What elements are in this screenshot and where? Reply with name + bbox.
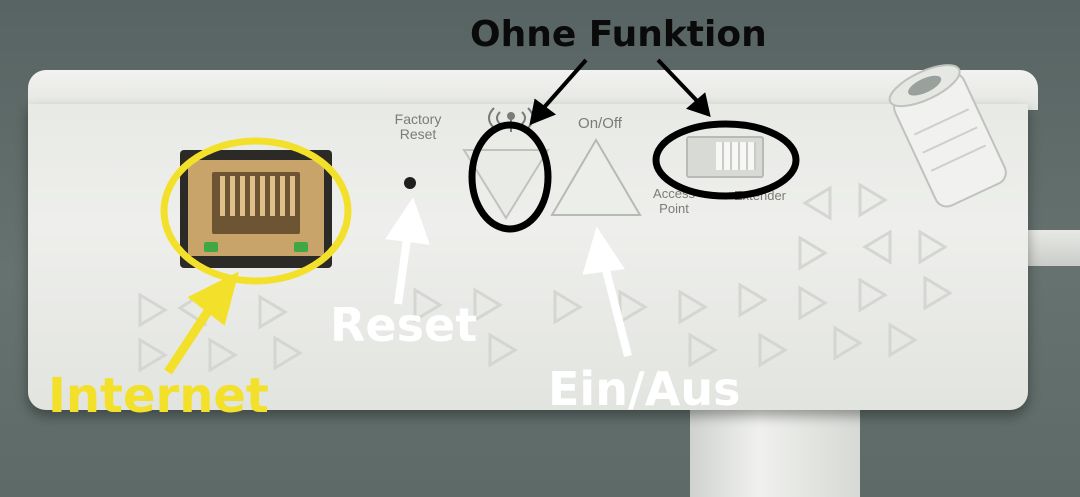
switch-highlight-circle bbox=[652, 120, 800, 200]
port-pin bbox=[290, 176, 295, 216]
vent-triangle bbox=[858, 277, 888, 313]
vent-triangle bbox=[273, 335, 303, 371]
factory-reset-printed-label: Factory Reset bbox=[394, 111, 442, 142]
port-led-left bbox=[204, 242, 218, 252]
port-led-right bbox=[294, 242, 308, 252]
internet-label: Internet bbox=[48, 368, 269, 424]
vent-triangle bbox=[802, 185, 832, 221]
vent-triangle bbox=[923, 275, 953, 311]
vent-triangle bbox=[678, 289, 708, 325]
wps-highlight-circle bbox=[468, 121, 552, 233]
vent-triangle bbox=[413, 287, 443, 323]
vent-triangle bbox=[618, 289, 648, 325]
ohne-funktion-label: Ohne Funktion bbox=[470, 14, 767, 55]
vent-triangle bbox=[918, 229, 948, 265]
vent-triangle bbox=[858, 182, 888, 218]
vent-triangle bbox=[738, 282, 768, 318]
vent-triangle bbox=[258, 294, 288, 330]
port-pin bbox=[230, 176, 235, 216]
port-pin bbox=[280, 176, 285, 216]
router-top-edge bbox=[28, 70, 1038, 110]
vent-triangle bbox=[138, 337, 168, 373]
vent-triangle bbox=[798, 235, 828, 271]
ethernet-port[interactable] bbox=[180, 150, 332, 268]
vent-triangle bbox=[473, 287, 503, 323]
port-pin bbox=[220, 176, 225, 216]
mode-switch-knob[interactable] bbox=[716, 142, 756, 170]
power-arrow bbox=[582, 226, 632, 357]
mode-switch[interactable] bbox=[686, 136, 764, 178]
on-off-printed-label: On/Off bbox=[578, 115, 622, 132]
reset-pinhole[interactable] bbox=[404, 177, 416, 189]
vent-triangle bbox=[833, 325, 863, 361]
vent-triangle bbox=[208, 337, 238, 373]
vent-triangle bbox=[798, 285, 828, 321]
vent-triangle bbox=[488, 332, 518, 368]
port-pin bbox=[260, 176, 265, 216]
vent-triangle bbox=[688, 332, 718, 368]
reset-arrow bbox=[385, 197, 430, 305]
power-button[interactable] bbox=[550, 138, 642, 216]
vent-triangle bbox=[138, 292, 168, 328]
internet-highlight-circle bbox=[160, 137, 352, 285]
ohne-funktion-arrows bbox=[529, 58, 711, 126]
vent-triangle bbox=[888, 322, 918, 358]
wps-button[interactable] bbox=[462, 149, 550, 220]
port-pin bbox=[250, 176, 255, 216]
ein-aus-label: Ein/Aus bbox=[548, 362, 741, 416]
ethernet-port-housing bbox=[188, 160, 324, 256]
reset-label: Reset bbox=[330, 298, 478, 352]
port-pin bbox=[270, 176, 275, 216]
vent-triangle bbox=[862, 229, 892, 265]
internet-arrow bbox=[164, 271, 239, 375]
vent-triangle bbox=[553, 289, 583, 325]
ethernet-jack bbox=[212, 172, 300, 234]
port-pin bbox=[240, 176, 245, 216]
vent-triangle bbox=[758, 332, 788, 368]
